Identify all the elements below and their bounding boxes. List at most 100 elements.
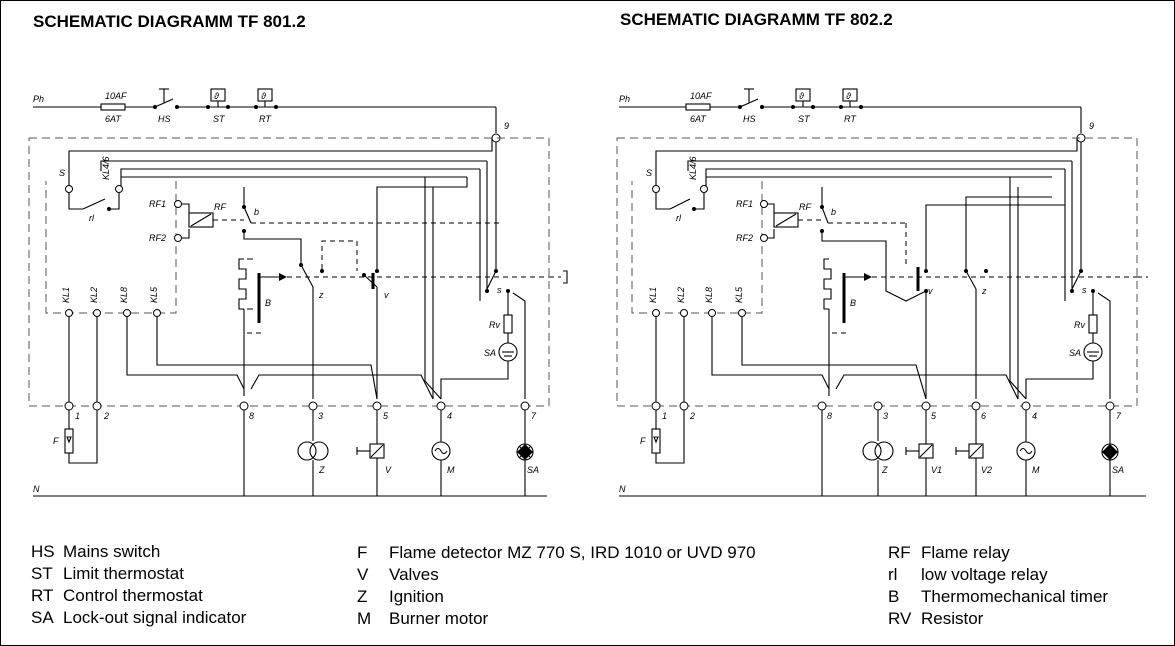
legend-text: Burner motor <box>389 609 489 628</box>
rt-symbol: ϑ <box>261 91 267 101</box>
legend-abbr: HS <box>31 542 55 561</box>
timer-heater <box>238 258 247 310</box>
legend-abbr: RV <box>888 609 912 628</box>
rv-label-right: Rv <box>1074 320 1085 330</box>
hs-label: HS <box>158 114 171 124</box>
rf1-label-right: RF1 <box>736 199 753 209</box>
rf-label-right: RF <box>799 202 811 212</box>
rt-thermostat-right <box>842 88 858 102</box>
control-box <box>28 137 550 407</box>
z-label-right: Z <box>881 465 888 475</box>
legend-text: Valves <box>389 565 439 584</box>
st-thermostat <box>210 88 226 102</box>
st-symbol: ϑ <box>214 91 220 101</box>
rf1-label: RF1 <box>149 199 166 209</box>
rf2-label-right: RF2 <box>736 233 753 243</box>
ignition-transformer-z-right <box>862 441 882 461</box>
rl-switch-right <box>669 198 691 210</box>
terminal-4-label: 4 <box>447 411 452 421</box>
v-contact-label: v <box>384 290 389 300</box>
m-label: M <box>447 465 455 475</box>
rl-label-right: rl <box>676 213 682 223</box>
s-contact-label-right: s <box>1082 285 1087 295</box>
legend-text: Flame detector MZ 770 S, IRD 1010 or UVD… <box>389 543 756 562</box>
terminal-8-label: 8 <box>249 411 254 421</box>
rt-label-right: RT <box>844 114 857 124</box>
sa-internal-label-right: SA <box>1069 348 1081 358</box>
terminal-9-label-right: 9 <box>1089 121 1094 131</box>
terminal-1-label: 1 <box>75 411 80 421</box>
kl8-label-right: KL8 <box>704 287 714 303</box>
neutral-label-right: N <box>619 484 626 494</box>
legend-text: Flame relay <box>921 543 1010 562</box>
legend-text: Resistor <box>921 609 984 628</box>
timer-heater-right <box>823 258 832 310</box>
legend-abbr: rl <box>888 565 898 584</box>
legend-item: M Burner motor <box>357 608 756 630</box>
terminal-5-label-right: 5 <box>931 411 937 421</box>
st-symbol-right: ϑ <box>799 91 805 101</box>
fuse-type-label: 6AT <box>105 114 122 124</box>
st-label: ST <box>213 114 226 124</box>
phase-label-right: Ph <box>619 94 630 104</box>
z-label: Z <box>318 465 325 475</box>
legend-item: RV Resistor <box>888 608 1108 630</box>
legend-text: Lock-out signal indicator <box>63 608 247 627</box>
legend-abbr: SA <box>31 608 54 627</box>
legend-abbr: V <box>357 565 369 584</box>
legend-text: Limit thermostat <box>63 564 184 583</box>
kl1-label-right: KL1 <box>648 287 658 303</box>
legend-item: Z Ignition <box>357 586 756 608</box>
timer-label: B <box>265 298 271 308</box>
kl2-label: KL2 <box>89 287 99 303</box>
neutral-label: N <box>33 484 40 494</box>
terminal-9-label: 9 <box>504 121 509 131</box>
legend-item: F Flame detector MZ 770 S, IRD 1010 or UV… <box>357 542 756 564</box>
s-label-right: S <box>646 168 652 178</box>
terminal-6-label-right: 6 <box>981 411 986 421</box>
ignition-transformer-z <box>297 441 317 461</box>
phase-label: Ph <box>33 94 44 104</box>
rf-label: RF <box>214 202 226 212</box>
kl8-label: KL8 <box>119 287 129 303</box>
v1-label: V1 <box>931 465 942 475</box>
legend-text: Ignition <box>389 587 444 606</box>
fuse-rating-label-right: 10AF <box>690 91 712 101</box>
terminal-8-label-right: 8 <box>827 411 832 421</box>
legend-item: rl low voltage relay <box>888 564 1108 586</box>
legend-item: SA Lock-out signal indicator <box>31 607 246 629</box>
m-label-right: M <box>1032 465 1040 475</box>
schematic-diagrams: SCHEMATIC DIAGRAMM TF 801.2 Ph 10AF 6AT … <box>28 10 1148 497</box>
z-contact-label: z <box>318 290 324 300</box>
v2-label: V2 <box>981 465 992 475</box>
st-label-right: ST <box>798 114 811 124</box>
legend-abbr: M <box>357 609 372 628</box>
legend-text: low voltage relay <box>921 565 1048 584</box>
f-label: F <box>53 436 59 446</box>
legend-item: HS Mains switch <box>31 541 246 563</box>
legend-abbr: RT <box>31 586 54 605</box>
z-contact-label-right: z <box>981 286 987 296</box>
kl46-label: KL4/6 <box>101 156 111 180</box>
title-left: SCHEMATIC DIAGRAMM TF 801.2 <box>33 12 306 31</box>
fuse <box>100 103 126 111</box>
legend-item: V Valves <box>357 564 756 586</box>
kl5-label: KL5 <box>149 286 159 303</box>
rl-label: rl <box>89 213 95 223</box>
legend-column-2: F Flame detector MZ 770 S, IRD 1010 or UV… <box>357 542 756 630</box>
terminal-2-label-right: 2 <box>689 411 695 421</box>
legend-abbr: Z <box>357 587 368 606</box>
legend-abbr: B <box>888 587 900 606</box>
sa-label: SA <box>527 465 539 475</box>
resistor-rv <box>503 314 513 334</box>
terminal-5-label: 5 <box>383 411 389 421</box>
rt-thermostat <box>257 88 273 102</box>
fuse-right <box>685 103 711 111</box>
legend-abbr: F <box>357 543 368 562</box>
schematic-right: SCHEMATIC DIAGRAMM TF 802.2 Ph 10AF 6AT … <box>616 10 1148 497</box>
legend-text: Mains switch <box>63 542 161 561</box>
rt-label: RT <box>259 114 272 124</box>
